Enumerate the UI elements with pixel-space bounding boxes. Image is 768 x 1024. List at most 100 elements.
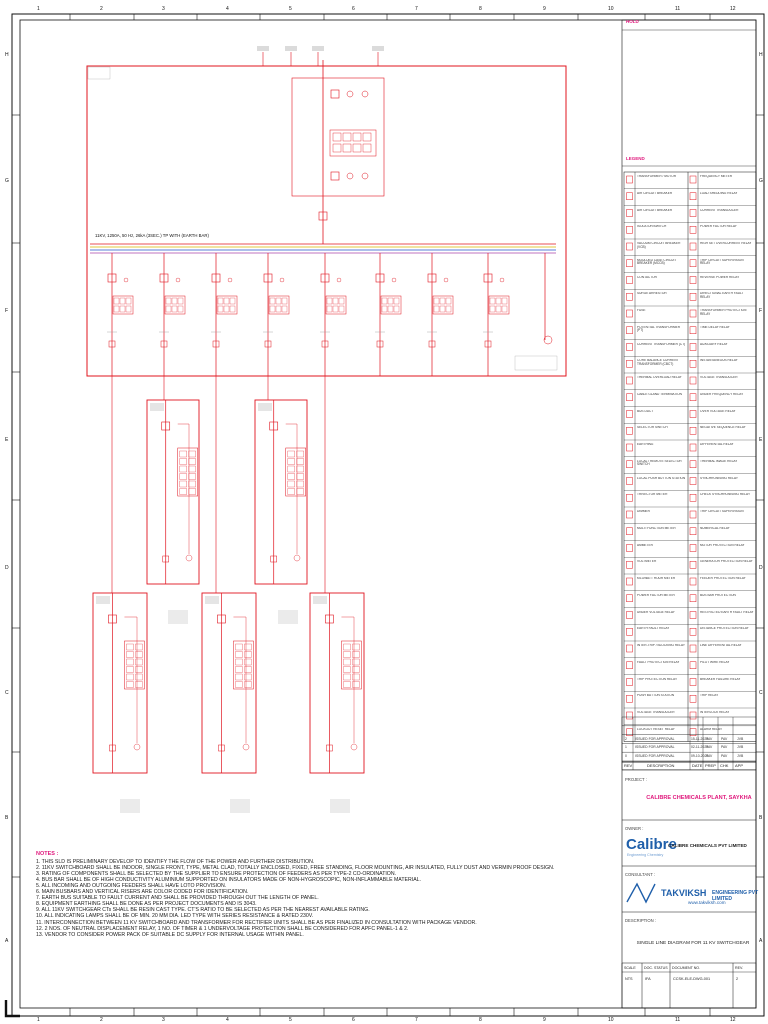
legend-item: THERMAL OVERLOAD RELAY [637, 376, 682, 379]
legend-item: FEEDER PROTECTION RELAY [700, 577, 746, 580]
drawing-description: SINGLE LINE DIAGRAM FOR 11 KV SWITCHGEAR [636, 941, 750, 946]
grid-row-label: G [5, 178, 9, 184]
grid-row-label: F [759, 308, 763, 314]
revision-cell: 02-11-2021 [691, 745, 709, 750]
legend-item: DIMMER [637, 510, 650, 513]
legend-item: CURRENT TRANSDUCER [700, 208, 739, 212]
legend-item: VOLTAGE TRANSDUCER [637, 711, 675, 714]
grid-row-label: A [5, 938, 9, 944]
legend-item: TRANSFORMER PROTECTION RELAY [700, 309, 747, 316]
grid-row-label: H [759, 52, 763, 58]
grid-row-label: C [5, 690, 9, 696]
title-block-lines [621, 716, 757, 1009]
grid-col-label: 7 [415, 6, 418, 12]
grid-marks [12, 14, 764, 1016]
owner-name: CALIBRE CHEMICALS PVT LIMITED [668, 843, 747, 848]
revision-cell: JVB [737, 736, 744, 741]
grid-col-label: 10 [608, 1017, 614, 1023]
note-line: 6. MAIN BUSBARS AND VERTICAL RISERS ARE … [36, 889, 249, 896]
note-line: 3. RATING OF COMPONENTS SHALL BE SELECTE… [36, 871, 397, 878]
legend-item: PILOT WIRE RELAY [700, 660, 730, 664]
grid-col-label: 9 [543, 6, 546, 12]
note-line: 12. 2 NOS. OF NEUTRAL DISPLACEMENT RELAY… [36, 925, 409, 932]
legend-item: LOCKOUT RESET RELAY [637, 727, 675, 731]
legend-item: TRIP PROTECTION RELAY [637, 677, 678, 681]
revision-cell: 0 [625, 754, 627, 759]
revision-cell: PAV [706, 736, 713, 741]
grid-col-label: 6 [352, 1017, 355, 1023]
title-block-value: 2 [736, 977, 739, 981]
legend-item: GENERATOR PROTECTION RELAY [700, 560, 753, 564]
legend-item: LOCAL / REMOTE SELECTOR SWITCH [637, 459, 682, 467]
legend-item: POWER FACTOR METER [637, 593, 675, 597]
legend-item: INTERLOCK RELAY [700, 711, 730, 714]
consultant-logo: TAKVIKSH [661, 888, 707, 898]
legend-item: UNDER VOLTAGE RELAY [637, 610, 675, 614]
legend-item: THERMAL IMAGE RELAY [700, 459, 738, 463]
grid-col-label: 5 [289, 6, 292, 12]
grid-col-label: 3 [162, 1017, 165, 1023]
revision-header: REV [624, 763, 633, 768]
revision-cell: PAV [721, 745, 728, 750]
grid-row-label: A [759, 938, 763, 944]
legend-item: MULTI FUNCTION METER [637, 526, 676, 530]
revision-header: APP [735, 763, 744, 768]
main-bus-label: 11KV, 1250A, 50 Hz, 26kA (3SEC.) TP WITH… [95, 233, 209, 238]
grid-col-label: 1 [37, 1017, 40, 1023]
owner-tagline: Engineering Chemistry [627, 853, 664, 857]
legend-item: DIFFERENTIAL RELAY [700, 443, 734, 446]
legend-item: DIRECTIONAL EARTH FAULT RELAY [700, 292, 744, 299]
project-name: CALIBRE CHEMICALS PLANT, SAYKHA [646, 795, 752, 801]
grid-col-label: 2 [100, 6, 103, 12]
legend-item: LINE DIFFERENTIAL RELAY [700, 644, 742, 647]
legend-item: AIR CIRCUIT BREAKER [637, 208, 673, 212]
grid-col-label: 12 [730, 1017, 736, 1023]
legend-item: RESTRICTED EARTH FAULT RELAY [700, 610, 754, 614]
grid-col-label: 4 [226, 1017, 229, 1023]
revision-cell: PAV [706, 754, 713, 759]
legend-item: SELECTOR SWITCH [637, 426, 668, 430]
note-line: 2. 11KV SWITCHBOARD SHALL BE INDOOR, SIN… [36, 865, 555, 872]
grid-col-label: 5 [289, 1017, 292, 1023]
grid-col-label: 1 [37, 6, 40, 12]
legend-item: BUS DUCT [637, 409, 654, 413]
note-line: 10. ALL INDICATING LAMPS SHALL BE OF MIN… [36, 913, 314, 920]
grid-row-label: D [5, 565, 9, 571]
grid-row-label: E [759, 437, 763, 443]
revision-cell: JVB [737, 754, 744, 759]
grid-col-label: 2 [100, 1017, 103, 1023]
grid-col-label: 12 [730, 6, 736, 12]
grid-col-label: 11 [675, 6, 681, 12]
legend-item: FAULT PROTECTION RELAY [637, 660, 680, 664]
title-block-header: DOC. STATUS [644, 966, 668, 970]
note-line: 11. INTERCONNECTION BETWEEN 11 KV SWITCH… [36, 919, 477, 926]
grid-row-label: D [759, 565, 763, 571]
legend-item: AUXILIARY RELAY [700, 342, 728, 346]
grid-col-label: 8 [479, 6, 482, 12]
legend-item: MOULDED CASE CIRCUIT BREAKER (MCCB) [637, 258, 677, 266]
revision-header: CHK [720, 763, 729, 768]
legend-item: TRANSFORMER / MOTOR [637, 175, 677, 178]
owner-logo: Calibre [626, 836, 677, 853]
grid-row-label: B [5, 815, 9, 821]
revision-cell: 09-10-2021 [691, 754, 709, 759]
grid-row-label: C [759, 690, 763, 696]
legend-item: POTENTIAL TRANSFORMER (PT) [637, 325, 681, 333]
note-line: 13. VENDOR TO CONSIDER POWER PACK OF SUI… [36, 931, 304, 938]
grid-col-label: 10 [608, 6, 614, 12]
notes-block: NOTES : 1. THIS SLD IS PRELIMINARY DEVEL… [36, 851, 611, 938]
grid-col-label: 9 [543, 1017, 546, 1023]
grid-col-label: 7 [415, 1017, 418, 1023]
note-line: 4. BUS BAR SHALL BE OF HIGH CONDUCTIVITY… [36, 877, 421, 884]
grid-row-label: B [759, 815, 763, 821]
title-block-value: IFA [645, 977, 651, 981]
legend-table [621, 19, 757, 763]
revision-cell: 1 [625, 745, 627, 750]
revision-header: PREP [705, 763, 716, 768]
legend-item: OVER VOLTAGE RELAY [700, 409, 736, 413]
note-line: 7. EARTH BUS SUITABLE TO FAULT CURRENT A… [36, 895, 319, 902]
revision-cell: 15-11-2021 [691, 736, 709, 741]
legend-item: NEGATIVE SEQUENCE RELAY [700, 426, 746, 430]
legend-item: TRIVECTOR METER [637, 493, 668, 497]
legend-item: SURGE ARRESTOR [637, 292, 667, 296]
